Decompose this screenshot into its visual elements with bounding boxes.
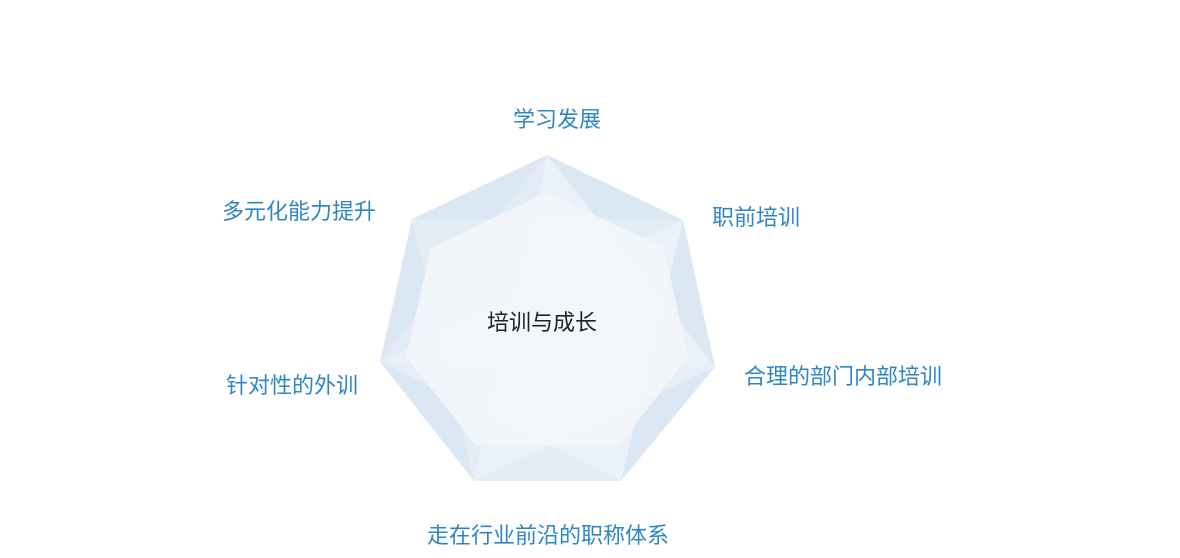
node-label-pre-job-training: 职前培训 <box>712 206 800 231</box>
node-label-external-training: 针对性的外训 <box>226 374 358 399</box>
node-label-learning-development: 学习发展 <box>513 108 601 133</box>
node-label-title-system: 走在行业前沿的职称体系 <box>427 524 669 549</box>
center-label: 培训与成长 <box>487 311 597 336</box>
node-label-department-training: 合理的部门内部培训 <box>744 365 942 390</box>
heptagon-inner <box>406 192 688 445</box>
node-label-ability-improvement: 多元化能力提升 <box>222 200 376 225</box>
